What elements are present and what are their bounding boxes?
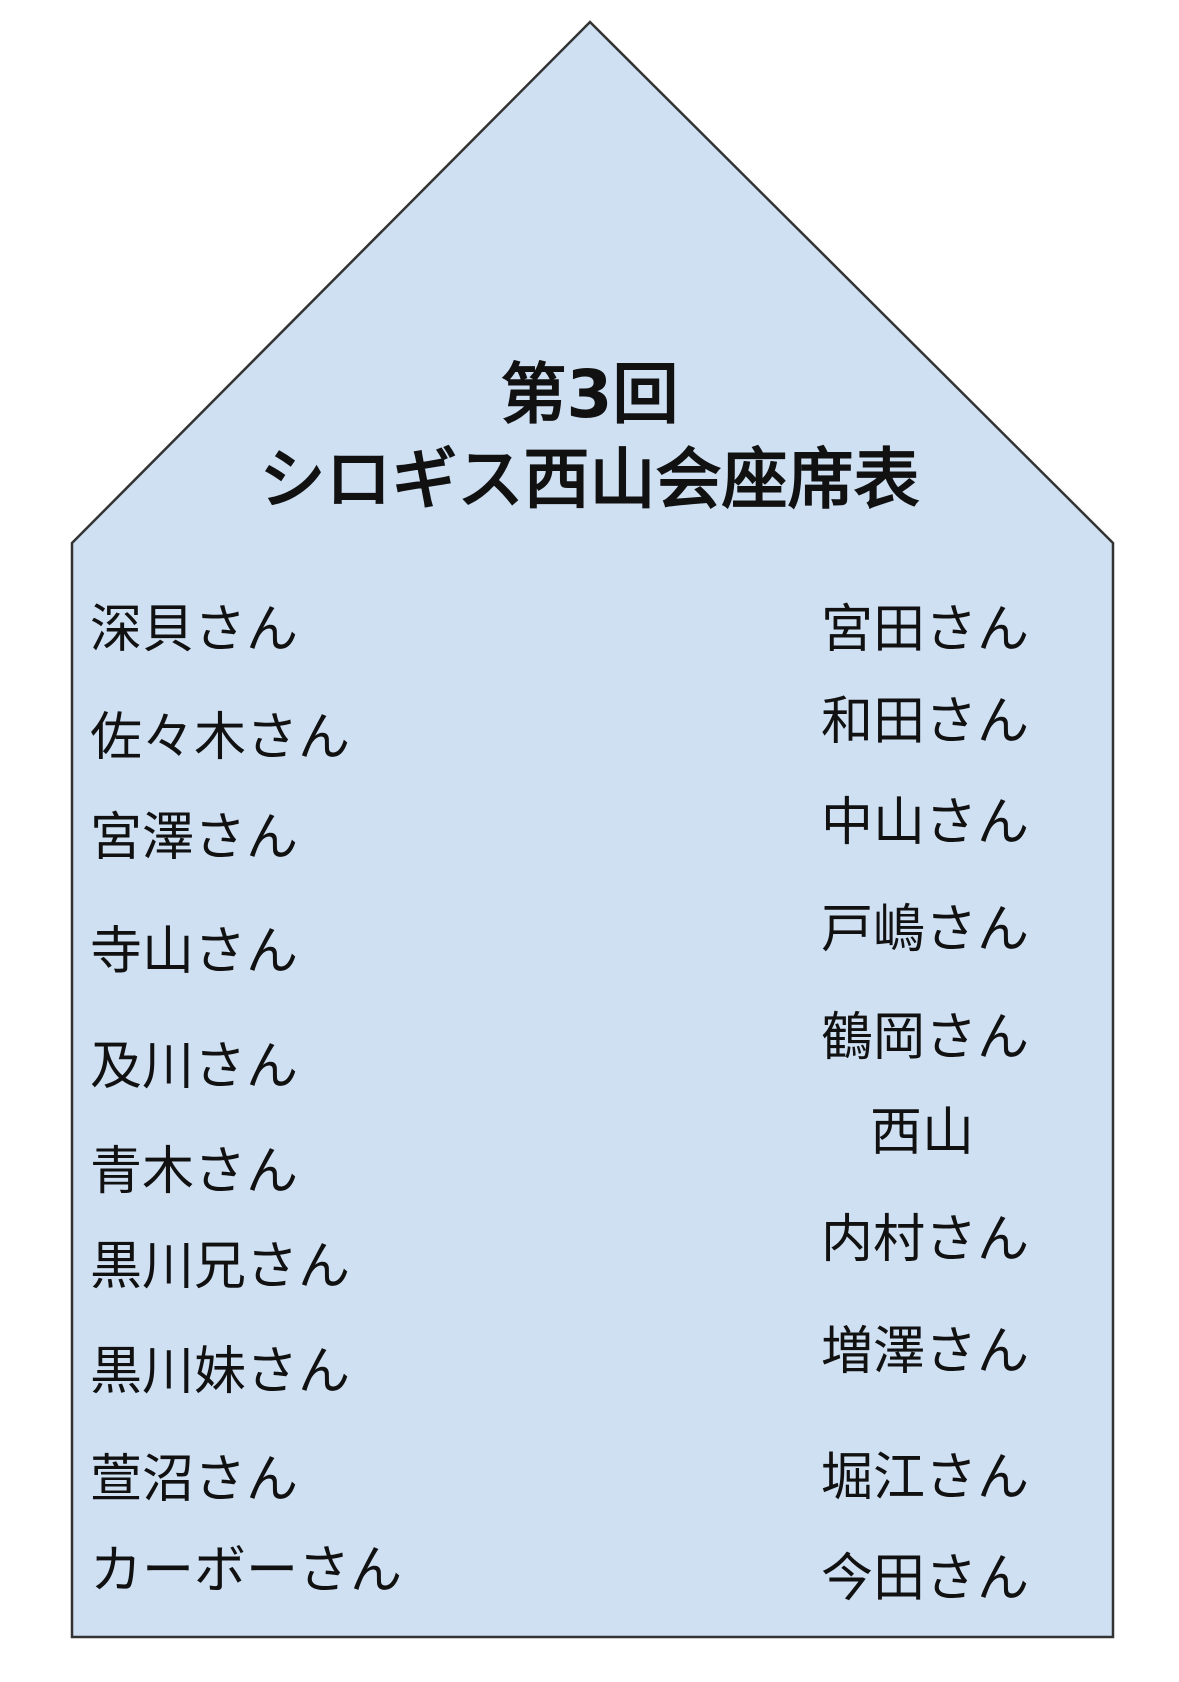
left-seat-4: 寺山さん xyxy=(90,922,299,982)
right-seat-2: 和田さん xyxy=(820,692,1029,752)
left-seat-8: 黒川妹さん xyxy=(90,1342,351,1402)
right-seat-3: 中山さん xyxy=(820,793,1029,853)
house-outline xyxy=(70,20,1115,1639)
left-seat-9: 萱沼さん xyxy=(90,1450,299,1510)
left-seat-6: 青木さん xyxy=(90,1142,299,1202)
right-seat-4: 戸嶋さん xyxy=(820,900,1029,960)
left-seat-1: 深貝さん xyxy=(90,600,299,660)
left-seat-5: 及川さん xyxy=(90,1037,299,1097)
right-seat-1: 宮田さん xyxy=(820,600,1029,660)
title-line-2: シロギス西山会座席表 xyxy=(259,441,920,518)
right-seat-8: 増澤さん xyxy=(820,1322,1029,1382)
left-seat-3: 宮澤さん xyxy=(90,808,299,868)
right-seat-7: 内村さん xyxy=(820,1210,1029,1270)
right-seat-10: 今田さん xyxy=(820,1549,1029,1609)
left-seat-10: カーボーさん xyxy=(90,1541,403,1601)
right-seat-6-host: 西山 xyxy=(869,1103,974,1163)
left-seat-2: 佐々木さん xyxy=(90,708,351,768)
right-seat-5: 鶴岡さん xyxy=(820,1008,1029,1068)
right-seat-9: 堀江さん xyxy=(820,1448,1029,1508)
left-seat-7: 黒川兄さん xyxy=(90,1237,351,1297)
title-line-1: 第3回 xyxy=(500,356,679,433)
